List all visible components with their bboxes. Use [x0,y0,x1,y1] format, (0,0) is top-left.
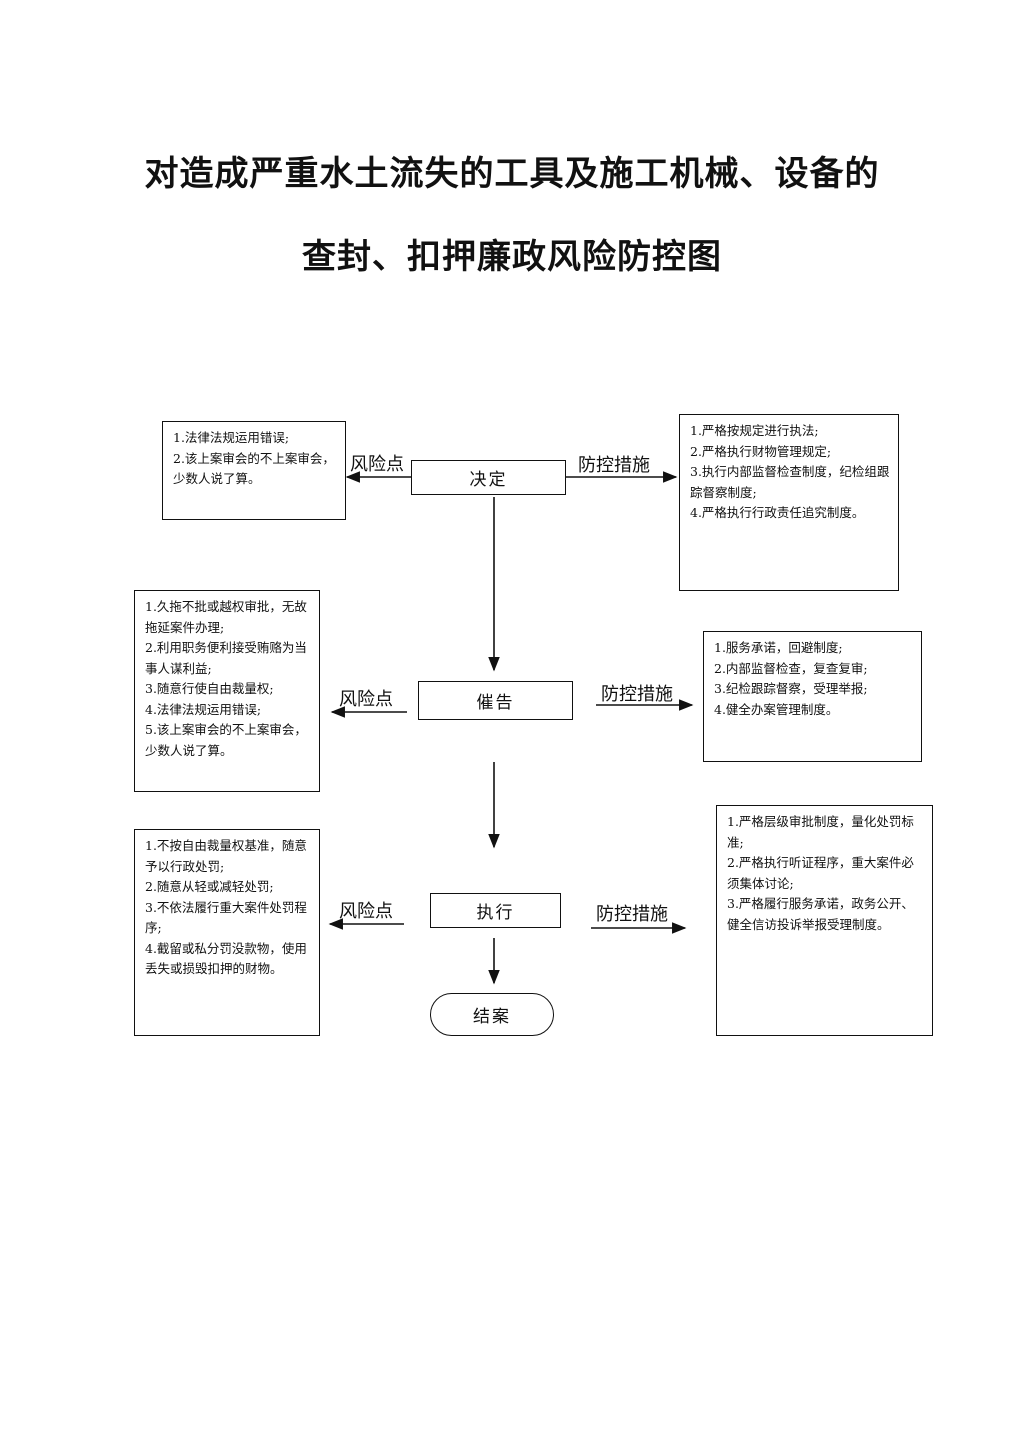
control-box-decide: 1.严格按规定进行执法; 2.严格执行财物管理规定; 3.执行内部监督检查制度，… [679,414,899,591]
page-title-line2: 查封、扣押廉政风险防控图 [302,237,722,277]
risk-item: 2.该上案审会的不上案审会，少数人说了算。 [173,450,335,487]
risk-box-execute: 1.不按自由裁量权基准，随意予以行政处罚; 2.随意从轻或减轻处罚; 3.不依法… [134,829,320,1036]
control-item: 1.服务承诺，回避制度; [714,640,843,655]
label-execute-risk: 风险点 [339,901,393,922]
label-execute-control: 防控措施 [596,904,668,925]
risk-item: 2.利用职务便利接受贿赂为当事人谋利益; [145,640,307,676]
control-item: 2.严格执行听证程序，重大案件必须集体讨论; [727,855,914,891]
node-close: 结案 [430,993,554,1036]
risk-item: 1.法律法规运用错误; [173,430,290,445]
control-item: 3.执行内部监督检查制度，纪检组跟踪督察制度; [690,464,890,500]
risk-item: 3.不依法履行重大案件处罚程序; [145,899,307,936]
risk-item: 4.截留或私分罚没款物，使用丢失或损毁扣押的财物。 [145,940,307,977]
node-decide: 决定 [411,460,566,495]
control-box-execute: 1.严格层级审批制度，量化处罚标准; 2.严格执行听证程序，重大案件必须集体讨论… [716,805,933,1036]
control-item: 4.健全办案管理制度。 [714,701,839,717]
control-item: 1.严格层级审批制度，量化处罚标准; [727,814,914,850]
control-item: 4.严格执行行政责任追究制度。 [690,505,865,520]
control-item: 2.内部监督检查，复查复审; [714,660,868,676]
node-execute: 执行 [430,893,561,928]
risk-item: 3.随意行使自由裁量权; [145,681,274,696]
risk-item: 5.该上案审会的不上案审会，少数人说了算。 [145,722,307,758]
label-decide-risk: 风险点 [350,454,404,475]
risk-item: 4.法律法规运用错误; [145,701,262,717]
control-item: 2.严格执行财物管理规定; [690,443,832,459]
page-title-line1: 对造成严重水土流失的工具及施工机械、设备的 [144,154,880,194]
risk-item: 1.不按自由裁量权基准，随意予以行政处罚; [145,838,307,874]
label-decide-control: 防控措施 [578,455,650,476]
risk-box-urge: 1.久拖不批或越权审批，无故拖延案件办理; 2.利用职务便利接受贿赂为当事人谋利… [134,590,320,792]
control-box-urge: 1.服务承诺，回避制度; 2.内部监督检查，复查复审; 3.纪检跟踪督察，受理举… [703,631,922,762]
label-urge-control: 防控措施 [601,684,673,705]
label-urge-risk: 风险点 [339,689,393,710]
node-urge: 催告 [418,681,573,720]
control-item: 1.严格按规定进行执法; [690,423,819,438]
control-item: 3.纪检跟踪督察，受理举报; [714,681,868,696]
risk-box-decide: 1.法律法规运用错误; 2.该上案审会的不上案审会，少数人说了算。 [162,421,346,520]
control-item: 3.严格履行服务承诺，政务公开、健全信访投诉举报受理制度。 [727,896,914,932]
risk-item: 2.随意从轻或减轻处罚; [145,879,274,894]
risk-item: 1.久拖不批或越权审批，无故拖延案件办理; [145,599,307,635]
